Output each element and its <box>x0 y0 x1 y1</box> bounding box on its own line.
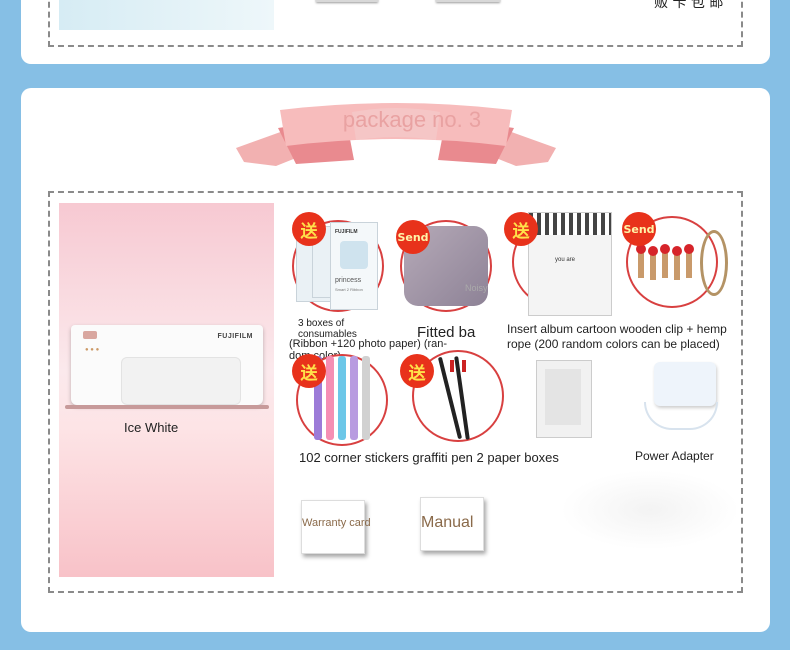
power-adapter-label: Power Adapter <box>635 449 714 463</box>
box-brand: FUJIFILM <box>335 229 358 235</box>
pen-cap <box>450 360 454 372</box>
wooden-clips-image <box>636 236 700 286</box>
send-badge: 送 <box>504 212 538 246</box>
bag-overlay-text: Noisy <box>465 283 488 293</box>
manual-image: Manual <box>420 497 484 551</box>
printer-paper-slot <box>121 357 241 405</box>
send-badge: Send <box>622 212 656 246</box>
send-badge: 送 <box>292 212 326 246</box>
title-ribbon <box>236 103 556 166</box>
previous-package-item <box>436 0 500 2</box>
printer-base <box>65 405 269 409</box>
box-sub: Smart 2 Ribbon <box>335 287 363 292</box>
box-name: princess <box>335 277 362 284</box>
warranty-card-image: Warranty card <box>301 500 371 554</box>
photo-album-image: you are <box>528 212 612 316</box>
send-badge: Send <box>396 220 430 254</box>
previous-package-footer-text: 贩 卡 包 邮 <box>654 0 724 11</box>
album-stripe <box>529 213 611 235</box>
blurred-background <box>560 470 740 550</box>
album-text: you are <box>555 257 576 263</box>
package-title: package no. 3 <box>342 107 482 132</box>
consumable-box-front: FUJIFILM princess Smart 2 Ribbon <box>330 222 378 310</box>
box-photo <box>340 241 368 269</box>
consumables-label-3: (Ribbon +120 photo paper) (ran- <box>289 338 448 350</box>
package-frame <box>48 191 743 593</box>
album-label-2: rope (200 random colors can be placed) <box>507 337 720 351</box>
paper-box-image <box>536 360 592 438</box>
previous-package-item <box>316 0 378 2</box>
printer-color-label: Ice White <box>124 420 179 435</box>
warranty-card-label: Warranty card <box>302 517 371 529</box>
row2-items-label: 102 corner stickers graffiti pen 2 paper… <box>299 450 559 465</box>
pen-cap <box>462 360 466 372</box>
bag-label: Fitted ba <box>417 324 476 341</box>
printer-indicator-lights: ● ● ● <box>85 347 100 353</box>
corner-stickers-image <box>308 356 380 440</box>
manual-label: Manual <box>421 514 474 531</box>
consumables-label-2: consumables <box>298 329 357 340</box>
previous-package-frame <box>48 0 743 47</box>
printer-brand: FUJIFILM <box>217 333 253 340</box>
album-label-1: Insert album cartoon wooden clip + hemp <box>507 322 727 336</box>
consumables-label-1: 3 boxes of <box>298 318 345 329</box>
hemp-rope-image <box>700 230 728 296</box>
power-adapter-image <box>654 362 716 406</box>
send-badge: 送 <box>292 354 326 388</box>
printer-image: ● ● ● FUJIFILM <box>65 325 269 409</box>
previous-package-image <box>59 0 274 30</box>
printer-button <box>83 331 97 339</box>
send-badge: 送 <box>400 354 434 388</box>
